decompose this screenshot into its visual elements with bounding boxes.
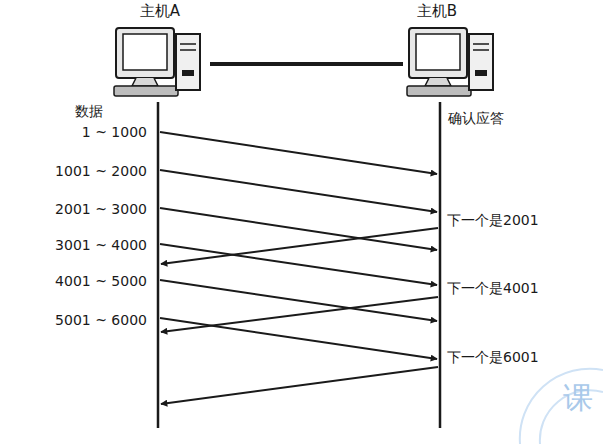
ack-label: 下一个是6001 [446, 348, 540, 366]
computer-icon [110, 24, 210, 104]
data-range: 4001 ~ 5000 [54, 272, 148, 290]
host-computer: 主机A [110, 2, 210, 102]
timeline-a [157, 102, 160, 428]
data-range: 1 ~ 1000 [81, 123, 148, 141]
data-range: 3001 ~ 4000 [54, 236, 148, 254]
ack-label: 下一个是2001 [446, 211, 540, 229]
watermark: 课 [562, 381, 594, 415]
data-arrow [160, 132, 437, 359]
computer-icon [403, 24, 498, 104]
column-heading: 数据 [74, 102, 104, 120]
network-cable [210, 62, 403, 66]
data-range: 5001 ~ 6000 [54, 311, 148, 329]
ack-arrow [161, 228, 438, 404]
host-computer: 主机B [403, 2, 498, 102]
data-range: 1001 ~ 2000 [54, 162, 148, 180]
data-range: 2001 ~ 3000 [54, 200, 148, 218]
host-name: 主机A [140, 2, 180, 20]
watermark-arc [520, 369, 603, 444]
host-name: 主机B [417, 2, 457, 20]
timeline-b [439, 102, 442, 428]
column-heading: 确认应答 [447, 109, 505, 127]
ack-label: 下一个是4001 [446, 279, 540, 297]
